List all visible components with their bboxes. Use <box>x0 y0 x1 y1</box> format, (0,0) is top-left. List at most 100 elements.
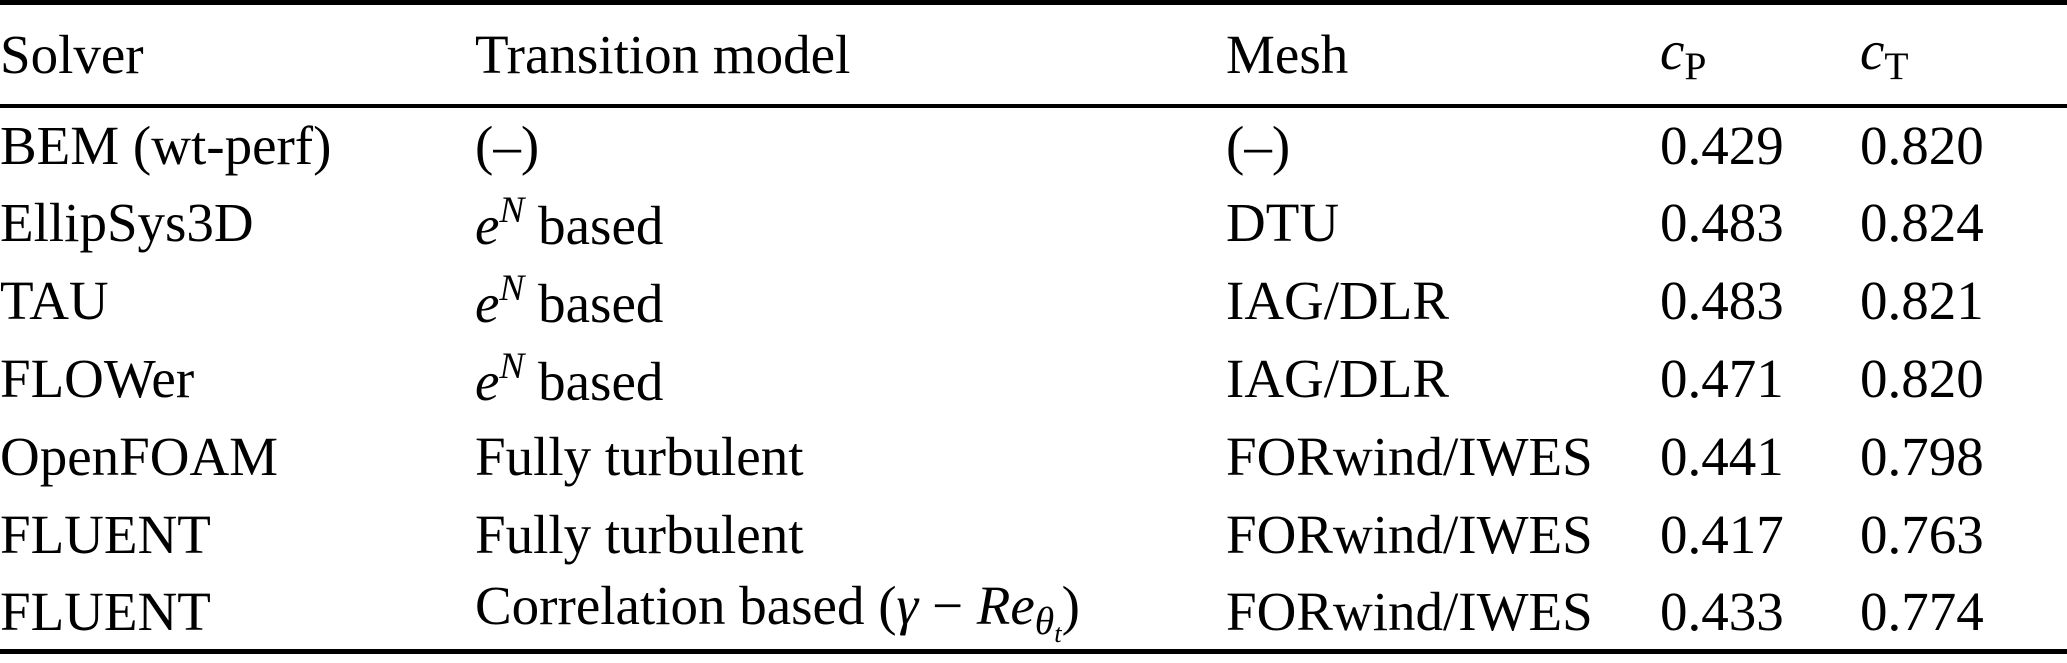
text-run: FORwind/IWES <box>1226 426 1593 487</box>
column-header-ct: cT <box>1860 2 2067 108</box>
column-header-mesh: Mesh <box>1226 2 1660 108</box>
cell-solver: OpenFOAM <box>0 418 475 496</box>
column-header-cp: cP <box>1660 2 1860 108</box>
text-run: c <box>1660 20 1685 82</box>
text-run: based <box>524 350 664 412</box>
sub-text: P <box>1684 44 1707 89</box>
cell-transition: Fully turbulent <box>475 418 1226 496</box>
sub-text: θ <box>1034 598 1055 643</box>
text-run: FORwind/IWES <box>1226 580 1593 642</box>
text-run: 0.483 <box>1660 270 1784 331</box>
cell-transition: Fully turbulent <box>475 496 1226 574</box>
text-run: based <box>524 194 664 256</box>
cell-transition: eN based <box>475 262 1226 340</box>
cell-mesh: (–) <box>1226 106 1660 184</box>
text-run: 0.429 <box>1660 115 1784 176</box>
text-run: 0.471 <box>1660 348 1784 409</box>
cell-cp: 0.483 <box>1660 262 1860 340</box>
cell-ct: 0.798 <box>1860 418 2067 496</box>
table-row: FLOWer eN based IAG/DLR 0.471 0.820 <box>0 340 2067 418</box>
sup-text: N <box>499 345 525 387</box>
text-run: e <box>475 194 500 256</box>
text-run: FORwind/IWES <box>1226 504 1593 565</box>
sub-text: T <box>1884 44 1909 89</box>
text-run: IAG/DLR <box>1226 348 1450 409</box>
text-run: Re <box>976 574 1035 636</box>
cell-transition: eN based <box>475 184 1226 262</box>
text-run: Correlation based ( <box>475 574 897 636</box>
text-run: e <box>475 272 500 334</box>
cell-solver: FLUENT <box>0 496 475 574</box>
text-run: FLUENT <box>0 504 211 565</box>
cell-cp: 0.471 <box>1660 340 1860 418</box>
cell-mesh: FORwind/IWES <box>1226 496 1660 574</box>
table-row: BEM (wt-perf) (–) (–) 0.429 0.820 <box>0 106 2067 184</box>
cell-cp: 0.417 <box>1660 496 1860 574</box>
text-run: c <box>1860 20 1885 82</box>
text-run: Solver <box>0 23 144 85</box>
cell-transition: Correlation based (γ − Reθt) <box>475 574 1226 652</box>
text-run: OpenFOAM <box>0 426 279 487</box>
text-run: − <box>918 574 977 636</box>
text-run: Fully turbulent <box>475 504 804 565</box>
text-run: EllipSys3D <box>0 192 254 253</box>
cell-cp: 0.433 <box>1660 574 1860 652</box>
cell-mesh: DTU <box>1226 184 1660 262</box>
text-run: 0.763 <box>1860 504 1984 565</box>
text-run: 0.483 <box>1660 192 1784 253</box>
text-run: 0.821 <box>1860 270 1984 331</box>
cell-mesh: FORwind/IWES <box>1226 418 1660 496</box>
text-run: γ <box>896 574 919 636</box>
text-run: 0.433 <box>1660 580 1784 642</box>
cell-transition: (–) <box>475 106 1226 184</box>
text-run: 0.441 <box>1660 426 1784 487</box>
text-run: based <box>524 272 664 334</box>
table-row: FLUENT Fully turbulent FORwind/IWES 0.417 0.… <box>0 496 2067 574</box>
cell-ct: 0.763 <box>1860 496 2067 574</box>
text-run: BEM (wt-perf) <box>0 115 332 176</box>
column-header-solver: Solver <box>0 2 475 108</box>
cell-ct: 0.824 <box>1860 184 2067 262</box>
text-run: 0.774 <box>1860 580 1984 642</box>
sup-text: N <box>499 267 525 309</box>
text-run: 0.820 <box>1860 348 1984 409</box>
text-run: 0.417 <box>1660 504 1784 565</box>
text-run: Mesh <box>1226 23 1349 85</box>
text-run: (–) <box>475 115 540 176</box>
cell-ct: 0.820 <box>1860 340 2067 418</box>
text-run: (–) <box>1226 115 1291 176</box>
text-run: 0.820 <box>1860 115 1984 176</box>
text-run: 0.824 <box>1860 192 1984 253</box>
cell-solver: FLUENT <box>0 574 475 652</box>
subsub-text: t <box>1054 617 1062 648</box>
text-run: TAU <box>0 270 109 331</box>
cell-mesh: IAG/DLR <box>1226 262 1660 340</box>
text-run: FLUENT <box>0 580 211 642</box>
cell-ct: 0.820 <box>1860 106 2067 184</box>
cell-cp: 0.483 <box>1660 184 1860 262</box>
cell-mesh: FORwind/IWES <box>1226 574 1660 652</box>
text-run: 0.798 <box>1860 426 1984 487</box>
text-run: FLOWer <box>0 348 195 409</box>
cell-solver: EllipSys3D <box>0 184 475 262</box>
sup-text: N <box>499 189 525 231</box>
cell-solver: FLOWer <box>0 340 475 418</box>
text-run: ) <box>1061 574 1080 636</box>
cell-cp: 0.441 <box>1660 418 1860 496</box>
text-run: IAG/DLR <box>1226 270 1450 331</box>
column-header-transition: Transition model <box>475 2 1226 108</box>
text-run: e <box>475 350 500 412</box>
cell-solver: BEM (wt-perf) <box>0 106 475 184</box>
text-run: Transition model <box>475 23 851 85</box>
cell-ct: 0.774 <box>1860 574 2067 652</box>
cell-solver: TAU <box>0 262 475 340</box>
cell-cp: 0.429 <box>1660 106 1860 184</box>
